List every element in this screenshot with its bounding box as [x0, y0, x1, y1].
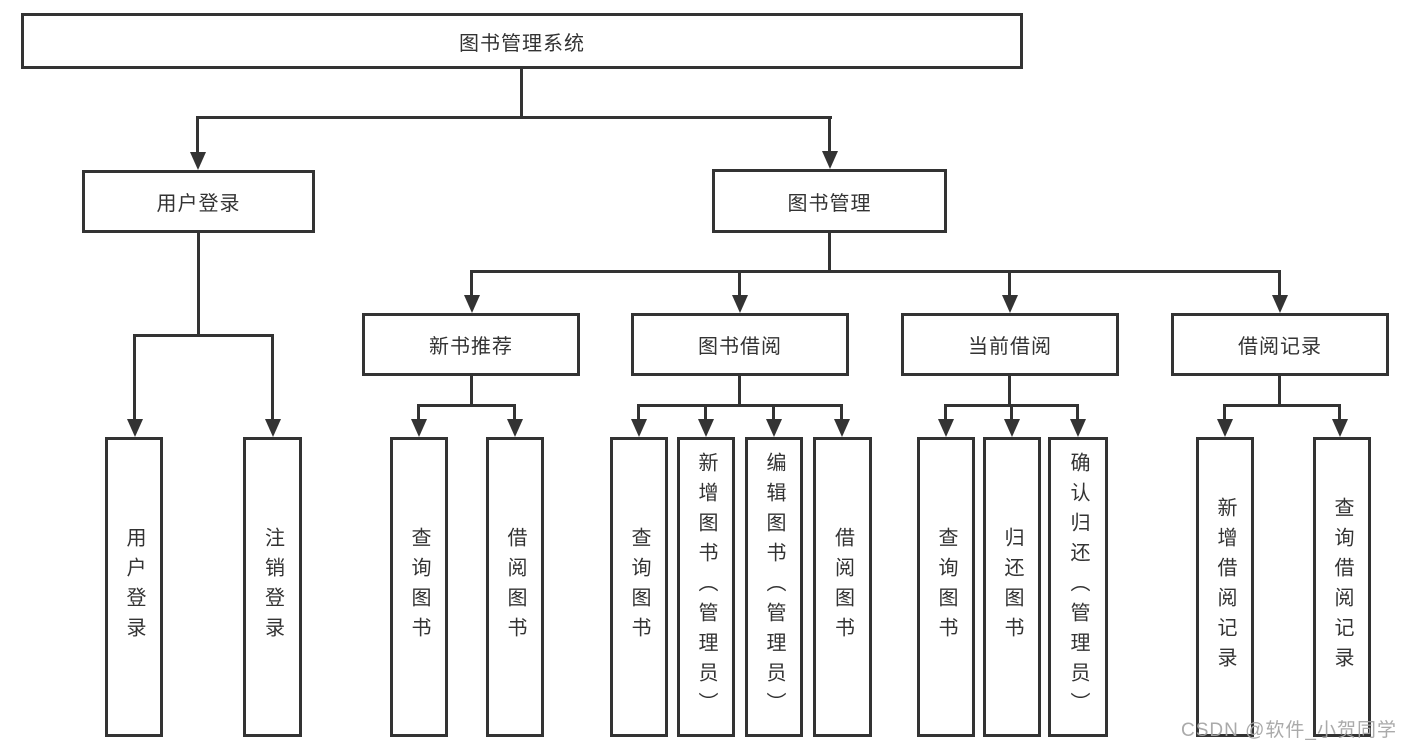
leaf-records-query-record: 查询借阅记录	[1313, 437, 1371, 737]
connector-line	[513, 404, 516, 419]
connector-line	[840, 404, 843, 419]
arrow-down-icon	[1332, 419, 1348, 437]
csdn-watermark: CSDN @软件_小贺同学	[1181, 720, 1397, 741]
leaf-borrow-query-books: 查询图书	[610, 437, 668, 737]
connector-line	[196, 116, 832, 119]
connector-line	[637, 404, 640, 419]
connector-line	[828, 233, 831, 273]
connector-line	[1223, 404, 1226, 419]
connector-line	[417, 404, 420, 419]
arrow-down-icon	[127, 419, 143, 437]
arrow-down-icon	[464, 295, 480, 313]
node-book-management: 图书管理	[712, 169, 947, 233]
connector-line	[417, 404, 516, 407]
connector-line	[944, 404, 947, 419]
connector-line	[1338, 404, 1341, 419]
node-library-management-system: 图书管理系统	[21, 13, 1023, 69]
arrow-down-icon	[1217, 419, 1233, 437]
leaf-borrow-borrow-books: 借阅图书	[813, 437, 872, 737]
leaf-borrow-edit-books-admin: 编辑图书（管理员）	[745, 437, 803, 737]
connector-line	[772, 404, 775, 419]
connector-line	[828, 116, 831, 152]
connector-line	[1010, 404, 1013, 419]
connector-line	[738, 376, 741, 406]
connector-line	[1076, 404, 1079, 419]
node-borrowing-records: 借阅记录	[1171, 313, 1389, 376]
connector-line	[704, 404, 707, 419]
connector-line	[520, 69, 523, 118]
arrow-down-icon	[732, 295, 748, 313]
connector-line	[197, 233, 200, 337]
arrow-down-icon	[1002, 295, 1018, 313]
leaf-recommend-borrow-books: 借阅图书	[486, 437, 544, 737]
arrow-down-icon	[834, 419, 850, 437]
arrow-down-icon	[822, 151, 838, 169]
connector-line	[133, 334, 136, 419]
arrow-down-icon	[698, 419, 714, 437]
connector-line	[1278, 376, 1281, 406]
node-new-book-recommendation: 新书推荐	[362, 313, 580, 376]
connector-line	[470, 376, 473, 406]
leaf-recommend-query-books: 查询图书	[390, 437, 448, 737]
connector-line	[1008, 376, 1011, 406]
arrow-down-icon	[190, 152, 206, 170]
leaf-logout: 注销登录	[243, 437, 302, 737]
arrow-down-icon	[1272, 295, 1288, 313]
connector-line	[196, 116, 199, 152]
arrow-down-icon	[766, 419, 782, 437]
connector-line	[738, 270, 741, 295]
connector-line	[1008, 270, 1011, 295]
connector-line	[470, 270, 1281, 273]
arrow-down-icon	[411, 419, 427, 437]
connector-line	[271, 334, 274, 419]
arrow-down-icon	[1004, 419, 1020, 437]
leaf-records-add-record: 新增借阅记录	[1196, 437, 1254, 737]
arrow-down-icon	[1070, 419, 1086, 437]
connector-line	[133, 334, 274, 337]
arrow-down-icon	[507, 419, 523, 437]
connector-line	[470, 270, 473, 295]
arrow-down-icon	[938, 419, 954, 437]
connector-line	[1223, 404, 1341, 407]
connector-line	[637, 404, 843, 407]
node-current-borrowing: 当前借阅	[901, 313, 1119, 376]
node-book-borrowing: 图书借阅	[631, 313, 849, 376]
connector-line	[1278, 270, 1281, 295]
leaf-current-query-books: 查询图书	[917, 437, 975, 737]
arrow-down-icon	[631, 419, 647, 437]
arrow-down-icon	[265, 419, 281, 437]
leaf-user-login: 用户登录	[105, 437, 163, 737]
node-user-login: 用户登录	[82, 170, 315, 233]
leaf-current-return-books: 归还图书	[983, 437, 1041, 737]
leaf-current-confirm-return-admin: 确认归还（管理员）	[1048, 437, 1108, 737]
leaf-borrow-add-books-admin: 新增图书（管理员）	[677, 437, 735, 737]
